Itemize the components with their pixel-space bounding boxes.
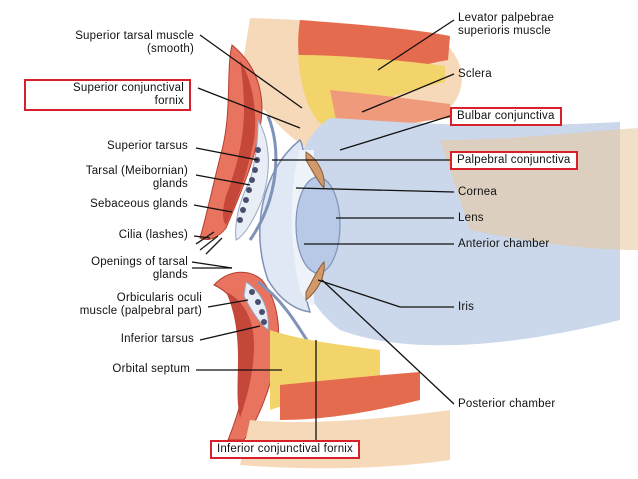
leader-lines-left <box>191 34 303 371</box>
label-palpebral-conjunctiva: Palpebral conjunctiva <box>450 151 578 170</box>
label-sclera: Sclera <box>458 68 492 80</box>
label-anterior-chamber: Anterior chamber <box>458 238 550 250</box>
lens-shape <box>295 176 341 274</box>
label-tarsal-glands-line1: Tarsal (Meibornian) <box>85 165 188 177</box>
label-sup-fornix-line1: Superior conjunctival <box>73 82 184 94</box>
label-openings-line1: Openings of tarsal <box>91 256 188 268</box>
label-openings-tarsal-glands: Openings of tarsal glands <box>20 256 188 282</box>
leader-lines-right <box>272 19 455 440</box>
label-levator-line2: superioris muscle <box>458 25 551 37</box>
upper-tarsal-glands <box>237 147 261 223</box>
label-posterior-chamber: Posterior chamber <box>458 398 556 410</box>
label-orbicularis-oculi: Orbicularis oculi muscle (palpebral part… <box>6 292 202 318</box>
label-orbicularis-line1: Orbicularis oculi <box>116 292 202 304</box>
label-orbicularis-line2: muscle (palpebral part) <box>79 305 202 317</box>
label-openings-line2: glands <box>152 269 188 281</box>
label-cilia: Cilia (lashes) <box>118 229 188 241</box>
label-inferior-tarsus: Inferior tarsus <box>120 333 194 345</box>
label-levator-line1: Levator palpebrae <box>458 12 555 24</box>
upper-palpebral-conjunctiva <box>248 115 278 241</box>
label-orbital-septum: Orbital septum <box>112 363 190 375</box>
lower-muscle-band <box>280 372 420 420</box>
iris-lower <box>305 260 325 302</box>
label-superior-conjunctival-fornix: Superior conjunctival fornix <box>24 79 191 111</box>
label-superior-tarsal-muscle: Superior tarsal muscle (smooth) <box>20 30 194 56</box>
label-sup-fornix-line2: fornix <box>154 95 184 107</box>
lower-tarsal-glands <box>249 289 267 325</box>
label-tarsal-glands: Tarsal (Meibornian) glands <box>20 165 188 191</box>
lower-orbicularis <box>226 292 254 418</box>
label-superior-tarsus: Superior tarsus <box>107 140 188 152</box>
label-tarsal-glands-line2: glands <box>152 178 188 190</box>
label-lens: Lens <box>458 212 484 224</box>
label-inferior-conjunctival-fornix: Inferior conjunctival fornix <box>210 440 360 459</box>
upper-orbicularis <box>223 60 256 225</box>
label-superior-tarsal-line2: (smooth) <box>147 43 194 55</box>
label-sebaceous-glands: Sebaceous glands <box>90 198 188 210</box>
label-levator-palpebrae: Levator palpebrae superioris muscle <box>458 12 554 38</box>
label-cornea: Cornea <box>458 186 497 198</box>
label-bulbar-conjunctiva: Bulbar conjunctiva <box>450 107 562 126</box>
label-superior-tarsal-line1: Superior tarsal muscle <box>75 30 194 42</box>
label-iris: Iris <box>458 301 475 313</box>
